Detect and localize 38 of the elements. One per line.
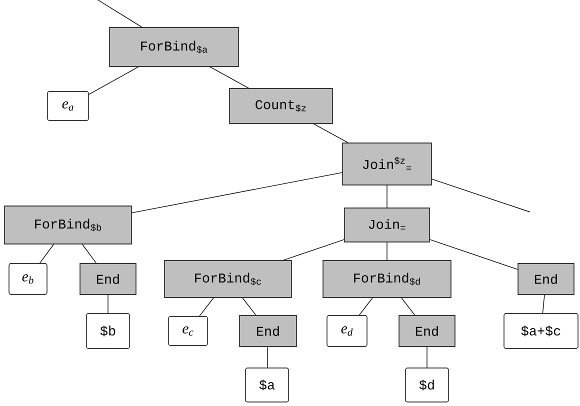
- connector-line: [132, 172, 342, 214]
- connector-line: [432, 178, 530, 212]
- operator-box: ForBind$_{$a}$: [109, 27, 239, 67]
- value-box: $a: [245, 368, 289, 402]
- operator-box: ForBind$_{$d}$: [322, 260, 452, 298]
- expression-box: e$_{b}$: [8, 263, 48, 295]
- connector-line: [266, 346, 268, 368]
- connector-line: [39, 244, 54, 264]
- connector-line: [82, 244, 97, 264]
- connector-line: [426, 346, 428, 368]
- connector-line: [313, 124, 348, 143]
- connector-line: [242, 298, 256, 316]
- operator-box: End: [398, 315, 456, 347]
- connector-line: [283, 239, 344, 260]
- connector-line: [199, 298, 214, 316]
- connector-line: [88, 66, 139, 95]
- expression-box: e$_{d}$: [326, 315, 368, 347]
- connector-line: [386, 242, 388, 260]
- connector-line: [430, 239, 518, 270]
- connector-line: [542, 294, 545, 314]
- value-box: $b: [86, 313, 130, 349]
- connector-line: [98, 0, 142, 28]
- operator-box: End: [239, 315, 297, 347]
- operator-box: Join$^{$z}$=: [342, 142, 432, 186]
- operator-box: End: [518, 263, 574, 295]
- operator-box: End: [80, 263, 136, 295]
- value-box: $d: [405, 368, 449, 402]
- expression-box: e$_{a}$: [47, 91, 89, 121]
- operator-box: Count$_{$z}$: [229, 88, 333, 124]
- connector-line: [401, 298, 416, 316]
- operator-box: ForBind$_{$b}$: [4, 206, 132, 244]
- value-box: $a+$c: [504, 313, 578, 349]
- operator-box: ForBind$_{$c}$: [164, 260, 292, 298]
- connector-line: [358, 298, 373, 316]
- connector-line: [210, 66, 249, 88]
- connector-line: [386, 185, 388, 208]
- operator-box: Join$_{=}$: [344, 208, 430, 242]
- expression-box: e$_{c}$: [168, 316, 208, 346]
